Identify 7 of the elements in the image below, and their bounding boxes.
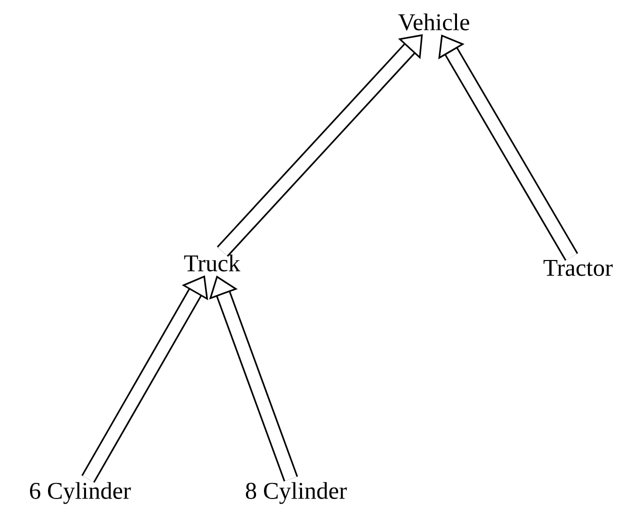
node-label: 6 Cylinder xyxy=(30,482,131,504)
block-arrow xyxy=(216,34,423,257)
node-label: 8 Cylinder xyxy=(246,482,347,504)
node-label: Truck xyxy=(184,254,240,272)
block-arrow xyxy=(209,276,298,482)
node-label: Vehicle xyxy=(398,13,470,30)
node-label: Tractor xyxy=(544,260,613,276)
